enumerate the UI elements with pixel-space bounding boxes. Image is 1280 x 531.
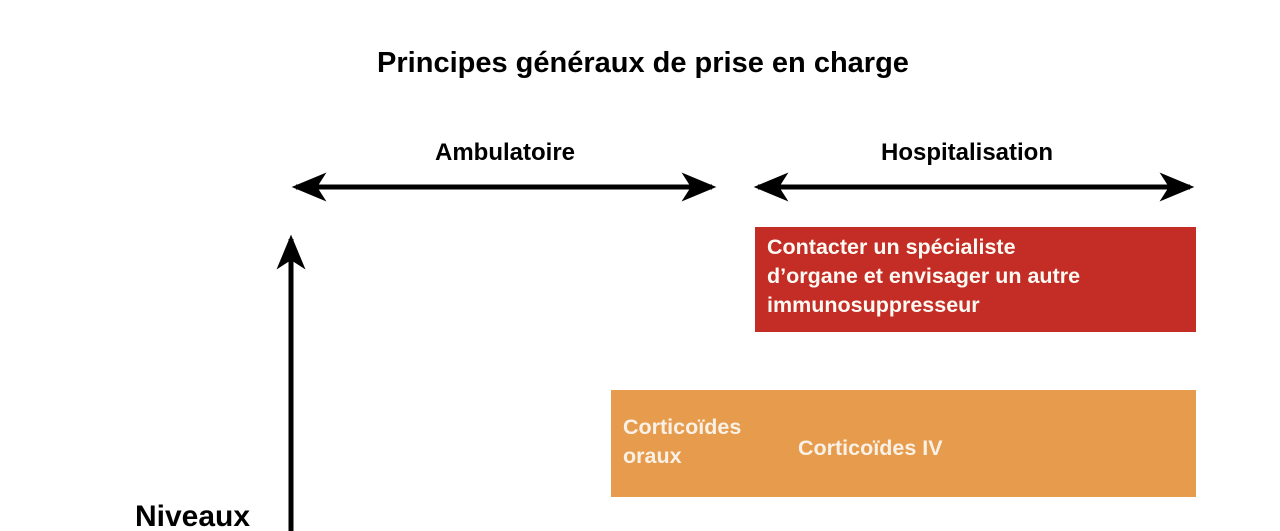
specialist-advice-text: Contacter un spécialiste d’organe et env…: [767, 235, 1081, 317]
corticoides-iv-label: Corticoïdes IV: [798, 436, 943, 460]
corticoides-treatment-box: Corticoïdes oraux Corticoïdes IV: [611, 390, 1196, 497]
corticoides-oraux-label: Corticoïdes oraux: [623, 415, 742, 468]
hospitalisation-label: Hospitalisation: [880, 139, 1054, 166]
severity-axis-title: Niveaux: [135, 500, 251, 531]
ambulatoire-label: Ambulatoire: [434, 139, 576, 166]
specialist-advice-box: Contacter un spécialiste d’organe et env…: [755, 227, 1196, 332]
page-title: Principes généraux de prise en charge: [377, 47, 909, 79]
